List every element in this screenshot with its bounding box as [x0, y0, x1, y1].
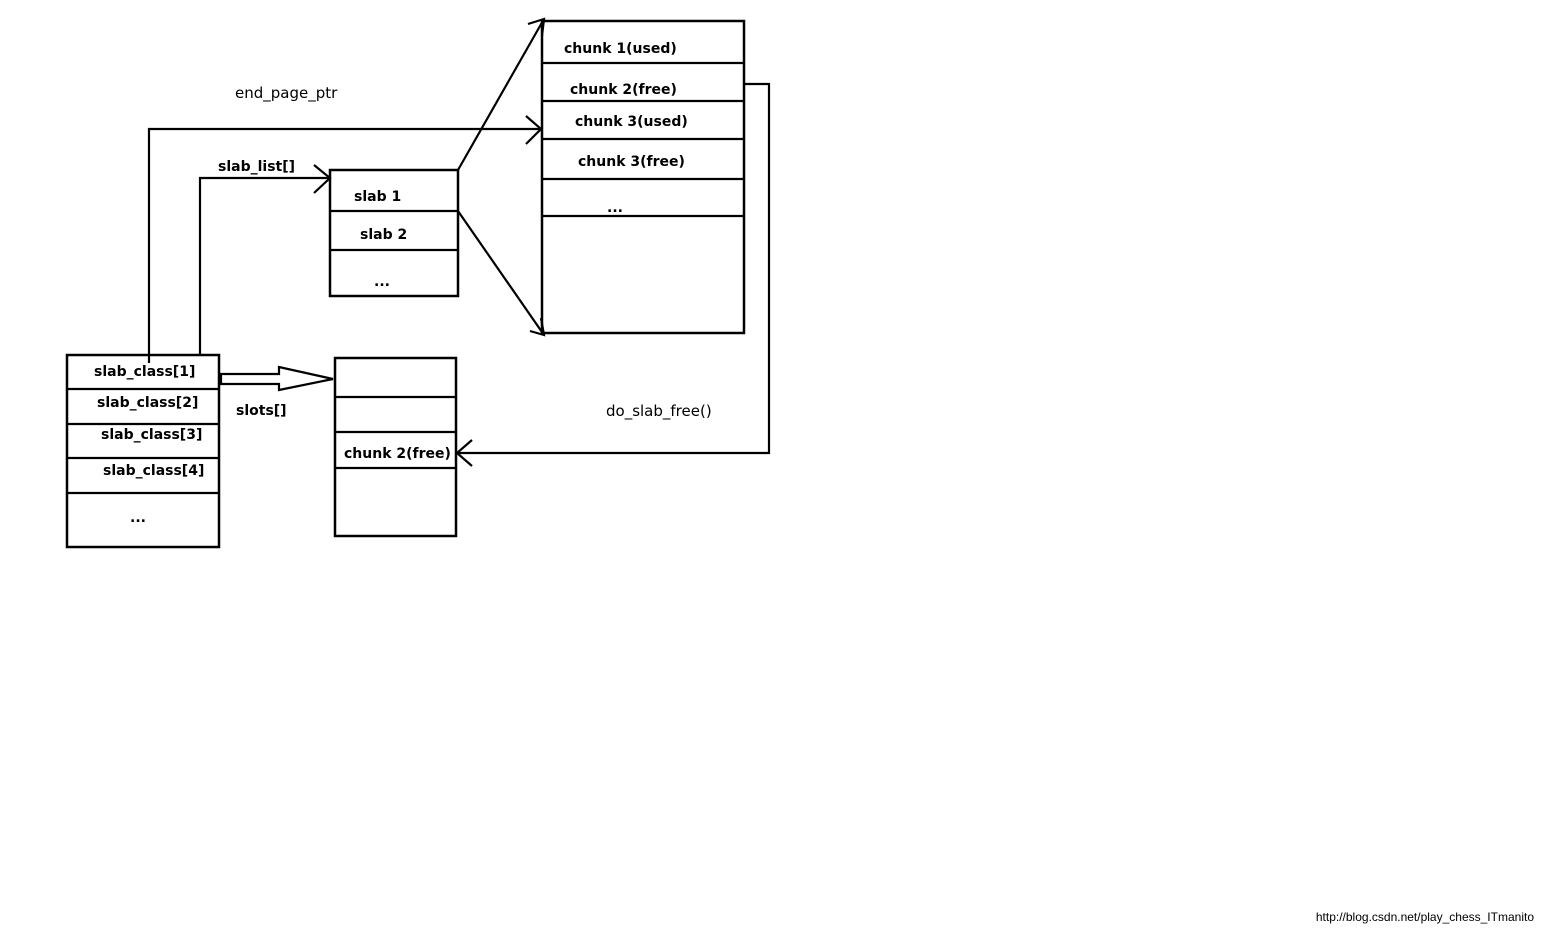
end-page-ptr-arrowhead — [525, 115, 543, 145]
slab-page-box — [540, 19, 746, 335]
chunk-3-free-label: chunk 3(free) — [578, 154, 685, 170]
chunk-more-label: ... — [607, 200, 623, 216]
slab-list-array: slab 1 slab 2 ... — [328, 168, 460, 298]
slab-class-4-label: slab_class[4] — [103, 463, 204, 479]
slab-list-box — [328, 168, 460, 298]
do-slab-free-arrowhead — [455, 439, 473, 467]
slab-class-1-label: slab_class[1] — [94, 364, 195, 380]
slab-class-3-label: slab_class[3] — [101, 427, 202, 443]
slab-1-to-page-start-arrow — [457, 18, 545, 171]
slab-class-array: slab_class[1] slab_class[2] slab_class[3… — [65, 353, 221, 549]
slab-class-box — [65, 353, 221, 549]
end-page-ptr-arrow — [147, 127, 540, 363]
slab-1-to-page-end-arrow — [457, 210, 545, 336]
slab-class-2-label: slab_class[2] — [97, 395, 198, 411]
slab-class-more-label: ... — [130, 510, 146, 526]
slab-1-to-page-end-arrowhead — [529, 317, 546, 337]
do-slab-free-arrow — [458, 82, 771, 455]
slots-box — [333, 356, 458, 538]
slots-label: slots[] — [236, 403, 287, 419]
slab-list-arrowhead — [313, 164, 332, 194]
do-slab-free-label: do_slab_free() — [606, 402, 712, 421]
end-page-ptr-label: end_page_ptr — [235, 84, 338, 103]
slab-page: chunk 1(used) chunk 2(free) chunk 3(used… — [540, 19, 746, 335]
chunk-3-used-label: chunk 3(used) — [575, 114, 688, 130]
slot-chunk-2-free-label: chunk 2(free) — [344, 446, 451, 462]
chunk-2-free-label: chunk 2(free) — [570, 82, 677, 98]
watermark-url: http://blog.csdn.net/play_chess_ITmanito — [1315, 910, 1534, 924]
slots-block-arrow — [219, 365, 334, 392]
slab-list-arrow — [198, 176, 329, 355]
slots-array: chunk 2(free) — [333, 356, 458, 538]
slab-1-to-page-start-arrowhead — [527, 17, 546, 37]
slab-2-label: slab 2 — [360, 227, 407, 243]
slab-1-label: slab 1 — [354, 189, 401, 205]
slab-list-label: slab_list[] — [218, 159, 295, 175]
slab-more-label: ... — [374, 274, 390, 290]
chunk-1-used-label: chunk 1(used) — [564, 41, 677, 57]
